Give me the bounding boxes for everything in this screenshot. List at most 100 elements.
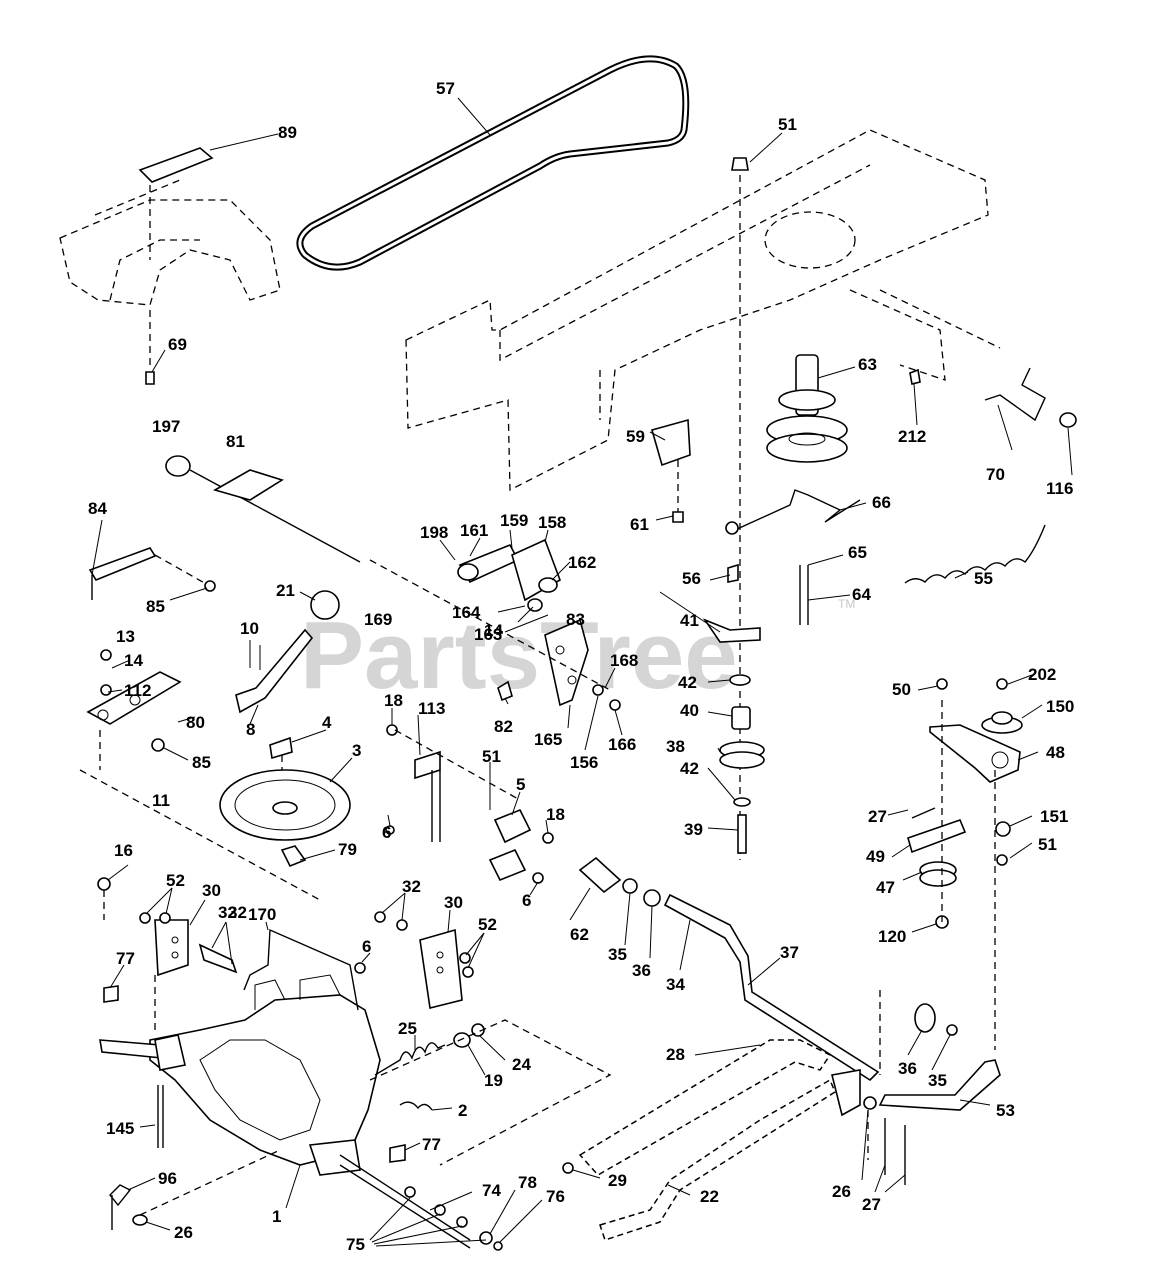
rod-28-22 — [562, 1039, 836, 1241]
callout-65: 65 — [848, 543, 867, 562]
callout-198: 198 — [420, 523, 448, 542]
callout-70: 70 — [986, 465, 1005, 484]
callout-16: 16 — [114, 841, 133, 860]
drive-belt — [296, 55, 690, 271]
callout-63: 63 — [858, 355, 877, 374]
callout-1: 1 — [272, 1207, 281, 1226]
spindle-stack — [702, 618, 765, 854]
callout-112: 112 — [124, 681, 151, 700]
callout-32: 32 — [402, 877, 421, 896]
callout-57: 57 — [436, 79, 455, 98]
callout-10: 10 — [240, 619, 259, 638]
callout-18: 18 — [546, 805, 565, 824]
spring-55 — [799, 524, 1046, 625]
callout-28: 28 — [666, 1045, 685, 1064]
callout-168: 168 — [610, 651, 638, 670]
callout-75: 75 — [346, 1235, 365, 1254]
callout-212: 212 — [898, 427, 926, 446]
callout-50: 50 — [892, 680, 911, 699]
callout-47: 47 — [876, 878, 895, 897]
callout-64: 64 — [852, 585, 871, 604]
clip-96 — [109, 1184, 148, 1230]
callout-49: 49 — [866, 847, 885, 866]
callout-85: 85 — [192, 753, 211, 772]
bracket-30-left — [97, 877, 238, 1030]
callout-113: 113 — [418, 699, 445, 718]
callout-116: 116 — [1046, 479, 1073, 498]
link-66 — [725, 489, 861, 583]
callout-21: 21 — [276, 581, 295, 600]
callout-52: 52 — [166, 871, 185, 890]
callout-35: 35 — [928, 1071, 947, 1090]
callout-158: 158 — [538, 513, 566, 532]
callout-6: 6 — [522, 891, 531, 910]
callout-159: 159 — [500, 511, 528, 530]
transaxle — [79, 769, 471, 1249]
bracket-30-right — [374, 911, 474, 1009]
callout-6: 6 — [362, 937, 371, 956]
callout-145: 145 — [106, 1119, 134, 1138]
callout-163: 163 — [474, 625, 502, 644]
rod-170 — [243, 928, 366, 1011]
callout-169: 169 — [364, 610, 392, 629]
callout-51: 51 — [482, 747, 501, 766]
callout-30: 30 — [444, 893, 463, 912]
callout-19: 19 — [484, 1071, 503, 1090]
callout-80: 80 — [186, 713, 205, 732]
chassis-frame — [405, 129, 1001, 492]
callout-51: 51 — [778, 115, 797, 134]
nut-51 — [731, 157, 749, 171]
callout-69: 69 — [168, 335, 187, 354]
callout-78: 78 — [518, 1173, 537, 1192]
shift-lever — [578, 856, 1001, 1117]
callout-79: 79 — [338, 840, 357, 859]
callout-36: 36 — [898, 1059, 917, 1078]
bracket-80 — [86, 649, 182, 770]
callout-4: 4 — [322, 713, 332, 732]
washer-36 — [879, 990, 958, 1075]
callout-96: 96 — [158, 1169, 177, 1188]
lever-assembly — [235, 590, 340, 714]
callout-170: 170 — [248, 905, 276, 924]
callout-76: 76 — [546, 1187, 565, 1206]
callout-61: 61 — [630, 515, 649, 534]
callout-6: 6 — [382, 823, 391, 842]
callout-55: 55 — [974, 569, 993, 588]
callout-197: 197 — [152, 417, 180, 436]
callout-5: 5 — [516, 775, 525, 794]
callout-161: 161 — [460, 521, 488, 540]
callout-53: 53 — [996, 1101, 1015, 1120]
brake-linkage — [369, 538, 621, 711]
callout-26: 26 — [832, 1182, 851, 1201]
callout-83: 83 — [566, 610, 585, 629]
callout-30: 30 — [202, 881, 221, 900]
watermark-text: PartsTree — [300, 602, 738, 709]
callout-22: 22 — [700, 1187, 719, 1206]
callout-82: 82 — [494, 717, 513, 736]
rod-70 — [909, 367, 1077, 428]
callout-202: 202 — [1028, 665, 1056, 684]
callout-14: 14 — [484, 621, 503, 640]
callout-42: 42 — [680, 759, 699, 778]
fender-assembly — [59, 133, 281, 385]
callout-51: 51 — [1038, 835, 1057, 854]
callout-120: 120 — [878, 927, 906, 946]
callout-56: 56 — [682, 569, 701, 588]
callout-77: 77 — [422, 1135, 441, 1154]
callout-11: 11 — [152, 791, 170, 810]
callout-25: 25 — [398, 1019, 417, 1038]
pin-77 — [103, 985, 406, 1163]
callout-2: 2 — [458, 1101, 467, 1120]
callout-42: 42 — [678, 673, 697, 692]
callout-26: 26 — [174, 1223, 193, 1242]
callout-27: 27 — [868, 807, 887, 826]
callout-74: 74 — [482, 1181, 501, 1200]
callout-84: 84 — [88, 499, 107, 518]
callout-52: 52 — [478, 915, 497, 934]
callout-66: 66 — [872, 493, 891, 512]
spring-25 — [369, 1019, 612, 1166]
callout-8: 8 — [246, 720, 255, 739]
idler-bracket — [907, 678, 1023, 1050]
